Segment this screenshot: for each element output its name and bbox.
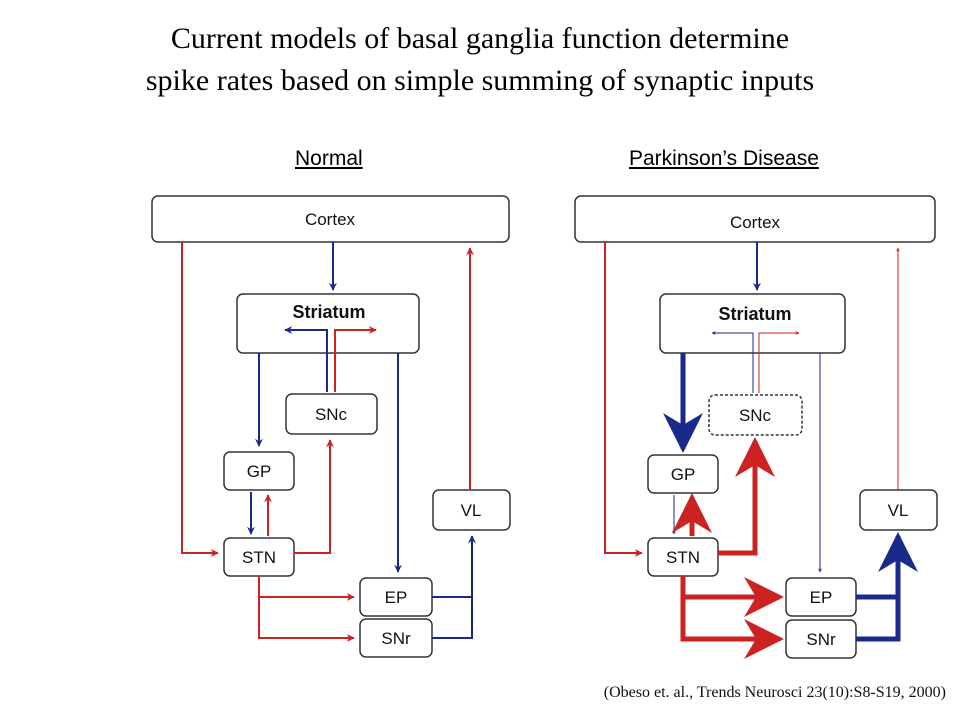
edge-cortex-stn (181, 242, 219, 557)
edge-snc-striatum-excitatory (334, 326, 377, 392)
edge-stn-snc (294, 439, 334, 554)
pd-node-snr: SNr (785, 619, 857, 659)
node-stn: STN (223, 537, 295, 577)
node-snc: SNc (285, 393, 378, 435)
svg-text:EP: EP (810, 588, 833, 607)
svg-text:STN: STN (666, 548, 700, 567)
svg-text:GP: GP (247, 462, 272, 481)
pd-node-stn: STN (647, 537, 719, 577)
svg-text:SNr: SNr (806, 630, 836, 649)
svg-text:SNc: SNc (739, 406, 772, 425)
normal-panel-title: Normal (295, 147, 363, 170)
node-cortex: Cortex (151, 195, 510, 243)
svg-text:Striatum: Striatum (718, 304, 791, 324)
node-striatum: Striatum (236, 293, 420, 354)
pd-node-striatum: Striatum (659, 293, 846, 354)
svg-text:VL: VL (461, 501, 482, 520)
svg-text:SNc: SNc (315, 405, 348, 424)
normal-circuit-diagram: Cortex Striatum SNc GP STN VL EP SNr (151, 195, 511, 658)
pd-node-ep: EP (785, 577, 857, 617)
svg-text:Cortex: Cortex (730, 213, 781, 232)
slide-title: Current models of basal ganglia function… (0, 18, 960, 102)
pd-edge-cortex-stn (604, 242, 643, 557)
edge-snr-vl (432, 535, 476, 639)
pd-circuit-diagram: Cortex Striatum SNc GP STN VL EP SNr (574, 195, 938, 659)
node-snr: SNr (359, 618, 433, 658)
node-ep: EP (359, 577, 433, 617)
pd-node-gp: GP (647, 454, 719, 494)
pd-edge-snc-striatum-excitatory (758, 331, 800, 393)
node-gp: GP (223, 451, 295, 491)
pd-panel-title: Parkinson’s Disease (629, 147, 819, 170)
svg-text:GP: GP (671, 465, 696, 484)
edge-stn-ep (258, 576, 355, 601)
edge-stn-snr (258, 597, 355, 642)
svg-text:STN: STN (242, 548, 276, 567)
citation: (Obeso et. al., Trends Neurosci 23(10):S… (603, 684, 946, 701)
pd-node-vl: VL (859, 489, 938, 531)
node-vl: VL (432, 489, 511, 531)
pd-node-cortex: Cortex (574, 195, 936, 243)
svg-text:VL: VL (888, 501, 909, 520)
pd-edge-stn-snr (680, 597, 784, 659)
title-line-2: spike rates based on simple summing of s… (145, 64, 815, 97)
pd-edge-stn-ep (680, 576, 784, 617)
pd-edge-stn-snc (718, 437, 775, 556)
svg-text:SNr: SNr (381, 629, 411, 648)
pd-node-snc: SNc (708, 394, 803, 436)
edge-snc-striatum-inhibitory (284, 326, 328, 392)
svg-text:EP: EP (385, 588, 408, 607)
svg-text:Cortex: Cortex (305, 210, 356, 229)
title-line-1: Current models of basal ganglia function… (170, 22, 790, 55)
svg-text:Striatum: Striatum (292, 302, 365, 322)
pd-edge-snr-vl (856, 532, 918, 642)
pd-edge-snc-striatum-inhibitory (711, 331, 754, 393)
